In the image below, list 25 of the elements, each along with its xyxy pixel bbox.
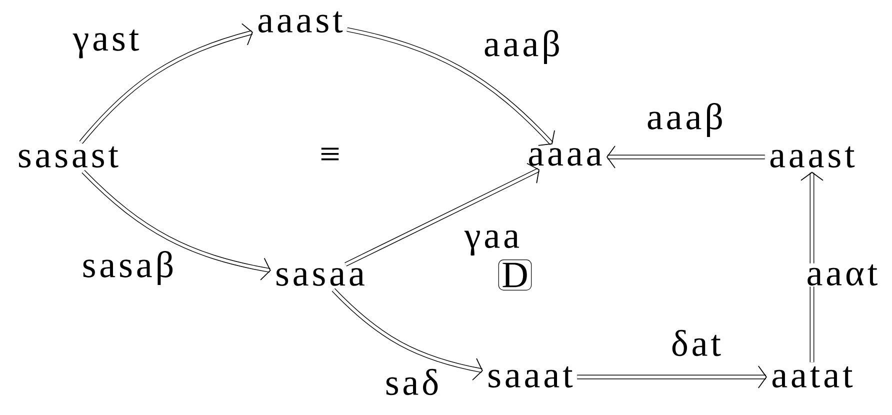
edge-label: γast [72,30,139,58]
edge-label: aaaβ [648,103,722,137]
double-arrow [79,23,253,144]
double-arrow [800,172,824,362]
object-label: saaat [488,366,573,388]
object-label: aaast [770,146,855,168]
double-arrow [344,162,540,266]
double-arrow [577,366,767,388]
edge-label: saδ [386,368,438,396]
edge-label: aaaβ [484,30,559,64]
boxed-label: D [498,260,532,290]
object-label: aaast [258,11,343,33]
object-label: aatat [772,366,853,388]
edge-label: aaαt [805,263,879,287]
equivalence-sign: ≡ [321,148,339,160]
edge-label: δat [672,330,721,356]
double-arrow [82,170,271,280]
object-label: sasast [18,146,118,168]
edge-label: γaa [464,230,520,256]
object-label: sasaa [276,268,364,286]
double-arrow [332,288,483,380]
double-arrow [346,27,555,146]
object-label: aaaa [529,148,602,166]
edge-label: sasaβ [83,251,173,285]
double-arrow [606,146,765,168]
